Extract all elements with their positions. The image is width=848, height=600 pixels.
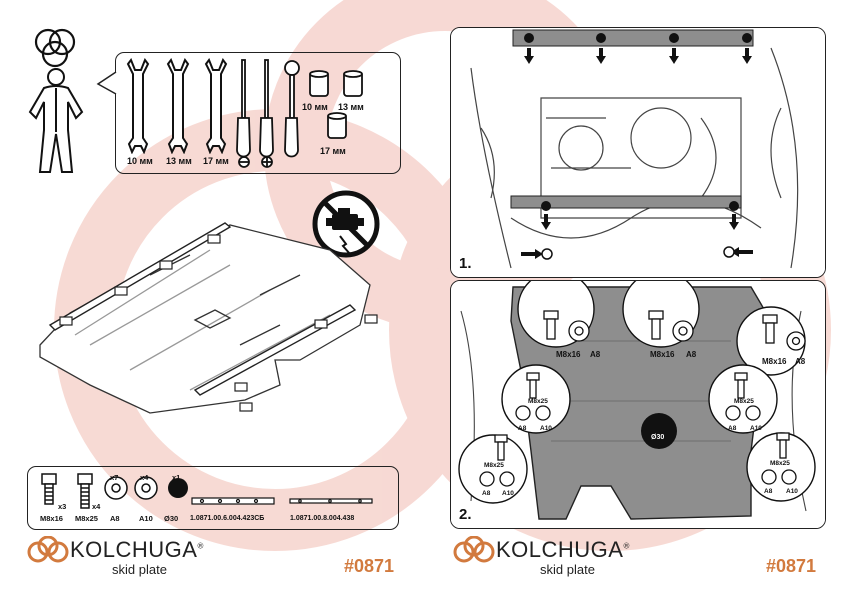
bracket-parts-icon	[191, 497, 373, 505]
no-engine-running-icon	[312, 190, 380, 258]
worker-icon	[28, 28, 84, 173]
plug-label: Ø30	[164, 514, 179, 523]
washer-label: A10	[139, 514, 153, 523]
count-label: x4	[140, 473, 149, 482]
count-label: x4	[92, 502, 101, 511]
step-1-panel	[450, 27, 826, 278]
count-label: x7	[110, 473, 119, 482]
part-code: 1.0871.00.6.004.423СБ	[190, 515, 265, 522]
washer-label: A8	[764, 488, 773, 495]
skid-plate-installed	[451, 281, 825, 528]
bolt-label: M8x25	[528, 398, 548, 405]
brand-subtitle: skid plate	[540, 562, 595, 577]
washer-label: A10	[750, 425, 762, 432]
brand-name: KOLCHUGA®	[70, 537, 204, 562]
kolchuga-logo-icon	[27, 536, 69, 563]
washer-label: A10	[502, 490, 514, 497]
part-code: 1.0871.00.8.004.438	[290, 515, 355, 522]
step-label: 2.	[459, 506, 472, 523]
hardware-icons	[41, 473, 188, 509]
socket-label: 13 мм	[338, 102, 364, 112]
count-label: x3	[58, 502, 67, 511]
washer-label: A8	[686, 350, 697, 359]
washer-label: A8	[795, 357, 806, 366]
step-label: 1.	[459, 255, 472, 272]
washer-label: A8	[590, 350, 601, 359]
bolt-label: M8x25	[75, 514, 98, 523]
skid-plate-drawing	[39, 222, 378, 414]
washer-label: A8	[482, 490, 491, 497]
count-label: x1	[172, 473, 181, 482]
callout-pointer	[96, 71, 117, 95]
screwdrivers-icon	[236, 59, 300, 168]
step-2-panel	[450, 280, 826, 529]
washer-label: A10	[786, 488, 798, 495]
socket-label: 17 мм	[320, 146, 346, 156]
bolt-label: M8x16	[40, 514, 63, 523]
plug-label: Ø30	[651, 434, 665, 441]
bolt-label: M8x25	[734, 398, 754, 405]
washer-label: A8	[518, 425, 527, 432]
washer-label: A8	[728, 425, 737, 432]
wrenches-icon	[126, 58, 228, 154]
engine-bay-photo	[451, 28, 825, 277]
wrench-label: 10 мм	[127, 156, 153, 166]
hardware-panel	[27, 466, 399, 530]
bolt-label: M8x16	[650, 350, 675, 359]
bolt-label: M8x25	[770, 460, 790, 467]
bolt-label: M8x25	[484, 462, 504, 469]
bolt-label: M8x16	[762, 357, 787, 366]
bolt-label: M8x16	[556, 350, 581, 359]
product-number: #0871	[766, 556, 817, 576]
socket-label: 10 мм	[302, 102, 328, 112]
brand-name: KOLCHUGA®	[496, 537, 630, 562]
product-number: #0871	[344, 556, 395, 576]
washer-label: A8	[110, 514, 120, 523]
tools-panel	[115, 52, 401, 174]
wrench-label: 17 мм	[203, 156, 229, 166]
brand-subtitle: skid plate	[112, 562, 167, 577]
wrench-label: 13 мм	[166, 156, 192, 166]
kolchuga-logo-icon	[453, 536, 495, 563]
sockets-icon	[309, 70, 363, 139]
washer-label: A10	[540, 425, 552, 432]
